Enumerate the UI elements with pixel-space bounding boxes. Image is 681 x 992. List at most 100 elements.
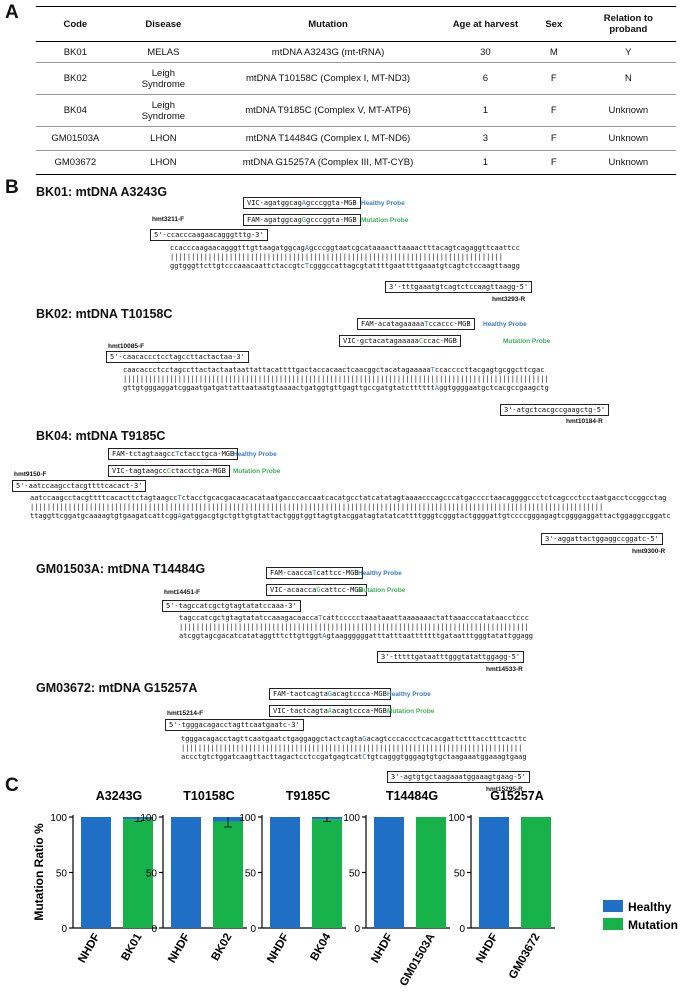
seq-text: ccaccc-MGB (428, 320, 471, 328)
mutation-probe-label: Mutation Probe (503, 338, 551, 345)
seq-text: gcccggtaatcgcataaaacttaaaactttacagtcagag… (309, 244, 520, 252)
seq-text: ctacctgcacgacaacacataatgacccaccaatcacatg… (181, 494, 667, 502)
table-cell: F (526, 94, 581, 127)
seq-text: cattccccctaaataaattaaaaaaactattaaacccata… (322, 614, 529, 622)
bar-healthy (81, 817, 111, 928)
legend-label: Healthy (628, 900, 672, 914)
sequence-top-strand: ccacccaagaacagggtttgttaagatggcagAgcccggt… (170, 244, 520, 252)
chart-title: T14484G (386, 789, 438, 803)
forward-primer-name: hmt14451-F (164, 589, 201, 596)
sequence-bottom-strand: gttgtgggaggatcggaatgatgattattaataatgtaaa… (123, 384, 549, 392)
table-cell: GM01503A (36, 126, 115, 151)
mutation-base: T (424, 320, 429, 328)
table-row: BK02 Leigh Syndrome mtDNA T10158C (Compl… (36, 62, 676, 95)
healthy-probe: FAM-acatagaaaaaTccaccc-MGB (357, 318, 475, 330)
table-cell: GM03672 (36, 150, 115, 175)
seq-text: FAM-agatggcag (247, 216, 302, 224)
healthy-probe: VIC-agatggcagAgcccggta-MGB (243, 197, 361, 209)
seq-text: ccaccccttacgagtgcggcttcgac (434, 366, 545, 374)
sequence-bottom-strand: atcggtagcgacatcatataggtttcttgttggtAgtaag… (179, 632, 533, 640)
reverse-primer-name: hmt10184-R (566, 418, 603, 425)
forward-primer-name: hmt3211-F (152, 216, 185, 223)
col-header: Relation to proband (580, 6, 676, 42)
y-tick-label: 0 (250, 924, 256, 935)
table-cell: LHON (114, 126, 213, 151)
forward-primer: 5'-aatccaagcctacgttttcacact-3' (12, 480, 147, 492)
mutation-base: A (327, 707, 333, 715)
bar-healthy (479, 817, 509, 928)
reverse-primer: 3'-agtgtgctaagaaatggaaagtgaag-5' (387, 771, 530, 783)
seq-text: gcccggta-MGB (306, 199, 357, 207)
y-tick-label: 100 (239, 813, 256, 824)
table-row: BK01 MELAS mtDNA A3243G (mt-tRNA) 30 M Y (36, 41, 676, 63)
table-row: GM03672 LHON mtDNA G15257A (Complex III,… (36, 150, 676, 175)
table-cell: N (580, 62, 676, 95)
col-header: Mutation (212, 6, 445, 42)
mutation-base: A (301, 199, 307, 207)
mutation-base: C (166, 467, 172, 475)
bar-mutation (312, 819, 342, 928)
healthy-probe-label: Healthy Probe (387, 691, 431, 698)
seq-text: ggtgggttcttgtcccaaacaattctaccgtc (170, 262, 305, 270)
assay-title: BK01: mtDNA A3243G (36, 185, 168, 199)
reverse-primer-name: hmt15295-R (486, 786, 523, 793)
seq-text: atcggtagcgacatcatataggtttcttgttggt (179, 632, 323, 640)
mutation-base: T (312, 569, 317, 577)
table-cell: Unknown (580, 126, 676, 151)
y-tick-label: 50 (245, 869, 257, 880)
x-tick-label: NHDF (166, 932, 192, 966)
mutation-base: A (322, 632, 327, 640)
mutation-probe-label: Mutation Probe (387, 708, 435, 715)
table-header-row: Code Disease Mutation Age at harvest Sex… (36, 6, 676, 42)
col-header: Disease (114, 6, 213, 42)
bar-mutation (521, 817, 551, 928)
forward-primer: 5'-ccacccaagaacagggtttg-3' (150, 229, 268, 241)
mutation-base: C (418, 337, 424, 345)
x-tick-label: GM01503A (398, 932, 438, 989)
seq-text: gtaaggggggatttatttaatttttttgataatttgggta… (326, 632, 534, 640)
assay-title: BK02: mtDNA T10158C (36, 307, 173, 321)
seq-text: gatggacgtgctgttgtgtattactgggtggttagtgtac… (181, 512, 671, 520)
x-tick-label: BK04 (309, 931, 334, 963)
mutation-base: G (327, 690, 333, 698)
seq-text: cattcc-MGB (320, 586, 363, 594)
healthy-probe-label: Healthy Probe (358, 570, 402, 577)
mutation-probe-label: Mutation Probe (361, 217, 409, 224)
mutation-probe: VIC-acaaccaGcattcc-MGB (266, 584, 367, 596)
seq-text: acagtccca-MGB (332, 690, 387, 698)
panel-label-a: A (5, 2, 19, 23)
table-cell: mtDNA G15257A (Complex III, MT-CYB) (212, 150, 445, 175)
mutation-probe: VIC-tagtaagccCctacctgca-MGB (108, 465, 230, 477)
mutation-base: G (316, 586, 321, 594)
seq-text: FAM-tactcagta (273, 690, 328, 698)
mutation-base: T (304, 262, 310, 270)
seq-text: ttaggttcggatgcaaaagtgtgaagatcattcgg (30, 512, 178, 520)
seq-text: caacaccctcctagccttactactaataattattacattt… (123, 366, 431, 374)
seq-text: VIC-tactcagta (273, 707, 328, 715)
forward-primer-name: hmt15214-F (167, 710, 204, 717)
table-cell: Unknown (580, 94, 676, 127)
col-header: Code (36, 6, 115, 42)
sequence-top-strand: tagccatcgctgtagtatatccaaagacaaccaTcattcc… (179, 614, 529, 622)
y-tick-label: 0 (151, 924, 157, 935)
seq-text: ggtggggaatgctcacgccgaagctg (439, 384, 549, 392)
bar-mutation (416, 817, 446, 928)
y-tick-label: 100 (343, 813, 360, 824)
forward-primer: 5'-caacaccctcctagccttactactaa-3' (106, 351, 249, 363)
table-cell: BK02 (36, 62, 115, 95)
panel-label-c: C (5, 775, 19, 796)
legend-swatch (603, 918, 623, 930)
sequence-pairing: ||||||||||||||||||||||||||||||||||||||||… (181, 744, 523, 752)
chart-title: T9185C (286, 789, 330, 803)
y-tick-label: 50 (454, 869, 466, 880)
table-cell: M (526, 41, 581, 63)
healthy-probe: FAM-caaccaTcattcc-MGB (266, 567, 363, 579)
reverse-primer: 3'-aggattactggaggccggatc-5' (541, 533, 663, 545)
y-tick-label: 50 (349, 869, 361, 880)
x-tick-label: BK02 (210, 932, 235, 963)
table-cell: 6 (444, 62, 527, 95)
table-cell: F (526, 126, 581, 151)
seq-text: ccac-MGB (423, 337, 457, 345)
mutation-base: T (175, 450, 180, 458)
seq-text: tgtcagggtgggagtgtgctaagaaatggaaagtgaag (366, 753, 527, 761)
